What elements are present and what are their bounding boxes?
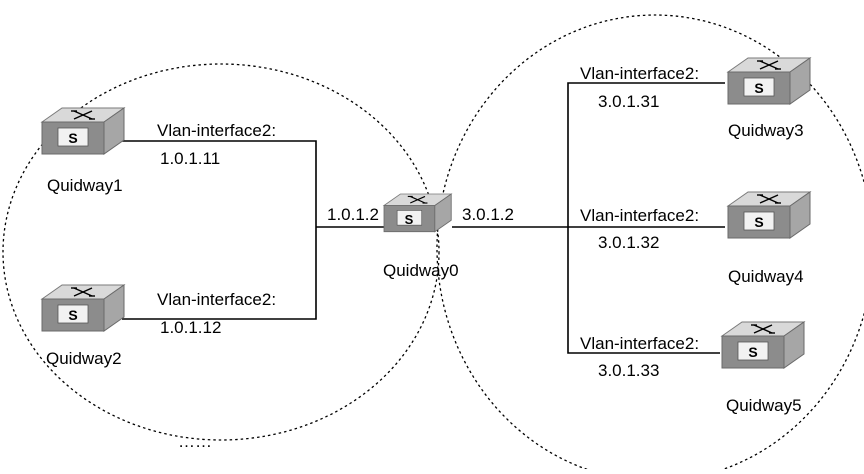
switch-quidway4: S [727,191,811,239]
right-links [452,82,725,354]
quidway1-name-label: Quidway1 [47,176,123,195]
switch-icon [727,191,811,239]
quidway1-interface-label: Vlan-interface2: [157,121,276,140]
switch-face-letter: S [754,80,763,96]
switch-face-letter: S [748,344,757,360]
switch-icon [721,321,805,369]
switch-quidway3: S [727,57,811,105]
right-group-boundary [436,14,864,474]
quidway3-ip-label: 3.0.1.31 [598,92,659,111]
switch-quidway0: S [383,193,452,233]
quidway0-name-label: Quidway0 [383,261,459,280]
quidway4-ip-label: 3.0.1.32 [598,233,659,252]
switch-icon [41,107,125,155]
switch-quidway1: S [41,107,125,155]
quidway2-ip-label: 1.0.1.12 [160,318,221,337]
quidway0-left-ip-label: 1.0.1.2 [327,205,379,224]
left-group-ellipsis: …… [178,432,212,451]
switch-face-letter: S [405,212,414,227]
switch-icon [727,57,811,105]
quidway3-name-label: Quidway3 [728,121,804,140]
quidway2-interface-label: Vlan-interface2: [157,290,276,309]
quidway1-ip-label: 1.0.1.11 [160,149,220,168]
quidway2-name-label: Quidway2 [46,349,122,368]
switch-face-letter: S [68,130,77,146]
switch-quidway2: S [41,284,125,332]
quidway4-name-label: Quidway4 [728,267,804,286]
switch-icon [383,193,452,233]
quidway5-interface-label: Vlan-interface2: [580,334,699,353]
left-links [122,140,386,320]
quidway0-right-ip-label: 3.0.1.2 [462,205,514,224]
switch-icon [41,284,125,332]
quidway5-name-label: Quidway5 [726,396,802,415]
quidway3-interface-label: Vlan-interface2: [580,64,699,83]
quidway5-ip-label: 3.0.1.33 [598,361,659,380]
quidway4-interface-label: Vlan-interface2: [580,206,699,225]
switch-quidway5: S [721,321,805,369]
switch-face-letter: S [68,307,77,323]
switch-face-letter: S [754,214,763,230]
left-group-boundary [2,63,440,441]
